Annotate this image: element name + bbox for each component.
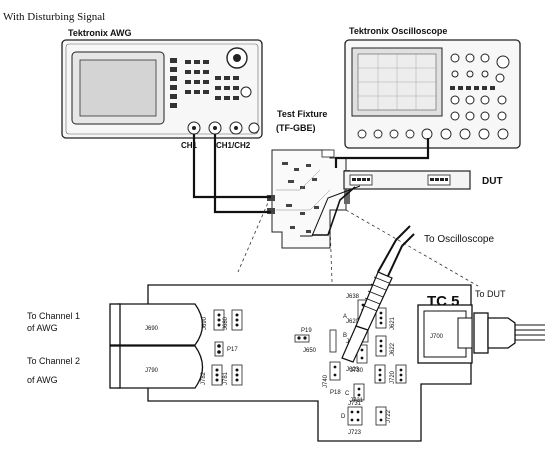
oscilloscope-instrument [344, 39, 521, 149]
dut-cable-plug [473, 312, 545, 354]
to-channel2-line2: of AWG [27, 375, 58, 385]
board-c-label: C [345, 391, 350, 397]
j680-label: J680 [223, 316, 229, 330]
j638-label: J638 [346, 294, 360, 300]
to-oscilloscope-label: To Oscilloscope [424, 234, 494, 245]
fixture-title: Test Fixture [277, 109, 327, 119]
sma-connector-j790 [109, 345, 204, 389]
awg-ch1-label: CH1 [181, 141, 198, 150]
scope-title: Tektronix Oscilloscope [349, 26, 447, 36]
sma-connector-j690 [109, 303, 204, 346]
j620-label: J620 [346, 319, 360, 325]
awg-instrument [61, 39, 263, 139]
dut-label: DUT [482, 176, 503, 187]
j723-label: J723 [348, 430, 362, 436]
j722-label: J722 [386, 409, 392, 423]
fixture-subtitle: (TF-GBE) [276, 123, 316, 133]
oscilloscope-probe [341, 225, 415, 363]
j622-label: J622 [390, 342, 396, 356]
diagram-heading: With Disturbing Signal [3, 11, 105, 23]
dut-device [343, 170, 471, 190]
j690-label: J690 [202, 316, 208, 330]
j782-label: J782 [201, 371, 207, 385]
j790-connector-label: J790 [145, 368, 159, 374]
upper-cables [192, 134, 430, 237]
to-channel1-line1: To Channel 1 [27, 311, 80, 321]
to-channel2-line1: To Channel 2 [27, 356, 80, 366]
p17-label: P17 [227, 347, 238, 353]
j740-label: J740 [323, 374, 329, 388]
j730-label: J730 [350, 368, 364, 374]
p19-label: P19 [301, 328, 312, 334]
j721-label: J721 [350, 398, 364, 404]
to-channel1-line2: of AWG [27, 323, 58, 333]
j650-label: J650 [303, 348, 317, 354]
j720-label: J720 [390, 370, 396, 384]
awg-title: Tektronix AWG [68, 28, 132, 38]
j781-label: J781 [223, 371, 229, 385]
p18-label: P18 [330, 390, 341, 396]
to-dut-label: To DUT [475, 289, 506, 299]
j700-label: J700 [430, 334, 444, 340]
j621-label: J621 [390, 316, 396, 330]
board-b-label: B [343, 333, 347, 339]
j731-label: J731 [348, 401, 362, 407]
test-fixture-board [267, 149, 350, 249]
rj45-jack-j700 [417, 304, 473, 364]
board-a-label: A [343, 314, 347, 320]
awg-ch1-ch2-label: CH1/CH2 [216, 141, 251, 150]
j690-connector-label: J690 [145, 326, 159, 332]
zoom-lines [237, 197, 479, 287]
j623-label: J623 [346, 367, 360, 373]
board-d-label: D [341, 414, 346, 420]
